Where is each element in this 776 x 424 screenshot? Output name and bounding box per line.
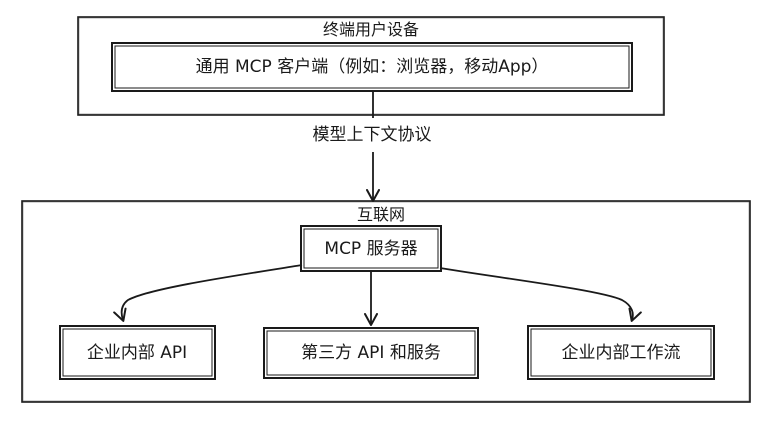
internal-api-box (59, 325, 216, 380)
internal-workflow-box (527, 325, 715, 380)
arrow-to-internal-workflow (439, 267, 642, 322)
device-group-box (77, 16, 665, 116)
server-label: MCP 服务器 (324, 239, 418, 259)
internal-workflow-label: 企业内部工作流 (561, 343, 681, 363)
device-group-title: 终端用户设备 (322, 20, 420, 39)
client-label: 通用 MCP 客户端（例如：浏览器，移动App） (195, 57, 549, 77)
client-box (111, 42, 633, 92)
internet-group-title: 互联网 (356, 205, 406, 224)
internet-group-box (21, 200, 751, 403)
arrow-to-internal-api (113, 264, 303, 322)
third-party-box (263, 327, 479, 379)
protocol-label: 模型上下文协议 (312, 125, 432, 145)
internal-api-label: 企业内部 API (86, 343, 188, 363)
third-party-label: 第三方 API 和服务 (301, 343, 441, 363)
